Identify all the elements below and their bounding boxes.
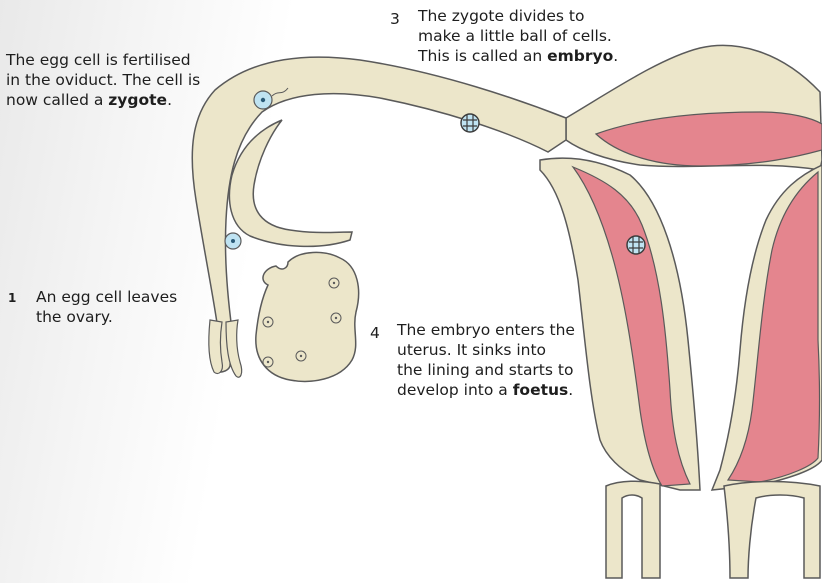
- cervix-right-tube: [723, 480, 821, 579]
- follicle-centers: [266, 281, 338, 364]
- label-step4-line4-post: .: [568, 381, 574, 399]
- egg-cell: [224, 232, 242, 250]
- label-fertilised-line3-pre: now called a: [6, 91, 109, 109]
- uterus-right-lining: [726, 170, 821, 483]
- label-step4: The embryo enters the uterus. It sinks i…: [397, 320, 575, 400]
- label-fertilised-line3-post: .: [167, 91, 173, 109]
- zygote-cell: [253, 87, 289, 110]
- term-foetus: foetus: [512, 381, 569, 399]
- label-step3-line2: make a little ball of cells.: [418, 27, 612, 45]
- cervix-left-tube: [605, 480, 661, 579]
- label-step4-line3: the lining and starts to: [397, 361, 574, 379]
- label-step4-line2: uterus. It sinks into: [397, 341, 547, 359]
- uterus-left-lining: [571, 165, 691, 487]
- label-step3-line3-post: .: [613, 47, 619, 65]
- label-step1-line2: the ovary.: [36, 308, 113, 326]
- step-number-3: 3: [390, 10, 400, 28]
- term-zygote: zygote: [108, 91, 168, 109]
- label-step1: An egg cell leaves the ovary.: [36, 287, 177, 327]
- label-step3-line1: The zygote divides to: [418, 7, 585, 25]
- right-oviduct-lining: [594, 111, 822, 167]
- label-fertilised: The egg cell is fertilised in the oviduc…: [6, 50, 200, 110]
- step-number-1: 1: [8, 291, 17, 305]
- step-number-4: 4: [370, 324, 380, 342]
- oviduct-inner-loop: [228, 119, 353, 248]
- label-step3-line3-pre: This is called an: [418, 47, 548, 65]
- label-step3: The zygote divides to make a little ball…: [418, 6, 618, 66]
- sperm-tail: [271, 87, 289, 97]
- embryo-ball: [460, 113, 480, 133]
- label-step4-line4-pre: develop into a: [397, 381, 513, 399]
- fimbriae: [208, 319, 243, 378]
- term-embryo: embryo: [547, 47, 614, 65]
- label-fertilised-line2: in the oviduct. The cell is: [6, 71, 201, 89]
- label-step4-line1: The embryo enters the: [397, 321, 575, 339]
- label-fertilised-line1: The egg cell is fertilised: [6, 51, 191, 69]
- implanted-embryo: [626, 235, 646, 255]
- label-step1-line1: An egg cell leaves: [36, 288, 178, 306]
